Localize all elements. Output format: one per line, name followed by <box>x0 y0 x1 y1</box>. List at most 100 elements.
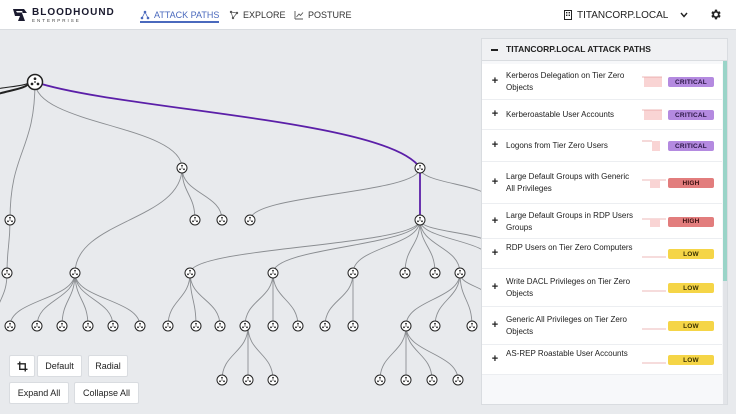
attack-path-list: + Kerberos Delegation on Tier Zero Object… <box>482 64 722 375</box>
graph-edge <box>272 272 299 327</box>
trend-sparkline <box>642 76 662 87</box>
posture-icon <box>294 11 304 20</box>
attack-path-row[interactable]: + Kerberos Delegation on Tier Zero Object… <box>482 64 722 100</box>
severity-badge: LOW <box>668 249 714 259</box>
expand-plus-icon[interactable]: + <box>491 75 499 87</box>
panel-scrollbar[interactable] <box>723 61 727 404</box>
trend-sparkline <box>642 109 662 120</box>
minus-icon[interactable] <box>491 49 498 51</box>
graph-node <box>26 73 44 91</box>
graph-node <box>31 320 43 332</box>
graph-node <box>267 267 279 279</box>
default-layout-button[interactable]: Default <box>37 355 82 377</box>
graph-node <box>399 267 411 279</box>
severity-badge: LOW <box>668 355 714 365</box>
expand-plus-icon[interactable]: + <box>491 353 499 365</box>
graph-node <box>189 214 201 226</box>
graph-edge <box>34 81 183 169</box>
attack-path-title: Kerberoastable User Accounts <box>506 110 615 119</box>
graph-edge <box>272 219 421 274</box>
gear-icon[interactable] <box>709 8 722 21</box>
graph-node <box>162 320 174 332</box>
tab-explore[interactable]: EXPLORE <box>229 0 286 30</box>
graph-node <box>267 374 279 386</box>
expand-plus-icon[interactable]: + <box>491 214 499 227</box>
tab-posture[interactable]: POSTURE <box>294 0 352 30</box>
trend-sparkline <box>642 218 666 227</box>
graph-node <box>244 214 256 226</box>
graph-edge <box>249 167 421 221</box>
graph-node <box>319 320 331 332</box>
expand-plus-icon[interactable]: + <box>491 319 499 331</box>
tab-attack-paths[interactable]: ATTACK PATHS <box>140 0 220 30</box>
attack-path-row[interactable]: + Large Default Groups in RDP Users Group… <box>482 204 722 239</box>
graph-edge <box>189 219 421 274</box>
attack-path-row[interactable]: +Generic All Privileges on Tier Zero Obj… <box>482 307 722 345</box>
brand-subtitle: ENTERPRISE <box>32 18 81 23</box>
expand-plus-icon[interactable]: + <box>491 247 499 259</box>
attack-path-title: Kerberos Delegation on Tier Zero Objects <box>506 71 625 92</box>
attack-path-title: RDP Users on Tier Zero Computers <box>506 243 633 252</box>
graph-edge <box>434 272 461 327</box>
graph-edge <box>74 272 114 327</box>
attack-path-title: Large Default Groups in RDP Users Groups <box>506 210 634 232</box>
collapse-all-button[interactable]: Collapse All <box>74 382 139 404</box>
severity-badge: HIGH <box>668 216 714 227</box>
trend-sparkline <box>642 256 666 258</box>
attack-path-graph[interactable] <box>0 31 736 414</box>
attack-path-title: Large Default Groups with Generic All Pr… <box>506 172 630 193</box>
graph-node <box>134 320 146 332</box>
graph-edge <box>36 272 76 327</box>
graph-node <box>414 214 426 226</box>
graph-node <box>374 374 386 386</box>
graph-edges <box>0 81 491 381</box>
graph-edge <box>74 272 141 327</box>
graph-node <box>176 162 188 174</box>
trend-sparkline <box>642 328 666 330</box>
top-bar: BLOODHOUND ENTERPRISE ATTACK PATHS EXPLO… <box>0 0 736 30</box>
graph-edge <box>244 272 274 327</box>
expand-all-button[interactable]: Expand All <box>9 382 69 404</box>
expand-plus-icon[interactable]: + <box>491 176 499 188</box>
graph-edge <box>6 219 11 274</box>
attack-path-row[interactable]: + Write DACL Privileges on Tier Zero Obje… <box>482 269 722 307</box>
graph-node <box>454 267 466 279</box>
graph-node <box>190 320 202 332</box>
graph-edge <box>405 325 459 381</box>
crop-button[interactable] <box>9 355 35 377</box>
trend-sparkline <box>642 140 660 151</box>
expand-plus-icon[interactable]: + <box>491 108 499 120</box>
graph-edge <box>405 272 461 327</box>
graph-node <box>267 320 279 332</box>
graph-edge <box>404 219 421 274</box>
attack-path-title: Write DACL Privileges on Tier Zero Objec… <box>506 277 631 298</box>
bloodhound-logo[interactable]: BLOODHOUND ENTERPRISE <box>12 6 132 24</box>
expand-plus-icon[interactable]: + <box>491 281 499 293</box>
scrollbar-thumb[interactable] <box>723 61 727 281</box>
expand-plus-icon[interactable]: + <box>491 139 499 151</box>
graph-edge <box>352 219 421 274</box>
chevron-down-icon <box>680 12 688 18</box>
domain-selector[interactable]: TITANCORP.LOCAL <box>564 0 690 30</box>
bloodhound-logo-icon <box>13 9 27 21</box>
graph-edge <box>379 325 407 381</box>
graph-node <box>429 267 441 279</box>
tab-explore-label: EXPLORE <box>243 10 286 20</box>
crop-icon <box>16 360 28 372</box>
graph-edge <box>9 81 36 221</box>
trend-sparkline <box>642 179 666 188</box>
graph-node <box>429 320 441 332</box>
graph-edge <box>221 325 249 381</box>
panel-header: TITANCORP.LOCAL ATTACK PATHS <box>482 39 727 61</box>
attack-path-row[interactable]: + Large Default Groups with Generic All P… <box>482 162 722 204</box>
graph-node <box>69 267 81 279</box>
attack-paths-panel: TITANCORP.LOCAL ATTACK PATHS + Kerberos D… <box>481 38 728 405</box>
brand-name: BLOODHOUND <box>32 7 115 18</box>
radial-layout-button[interactable]: Radial <box>88 355 128 377</box>
graph-edge <box>181 167 223 221</box>
attack-path-title: AS-REP Roastable User Accounts <box>506 349 628 358</box>
